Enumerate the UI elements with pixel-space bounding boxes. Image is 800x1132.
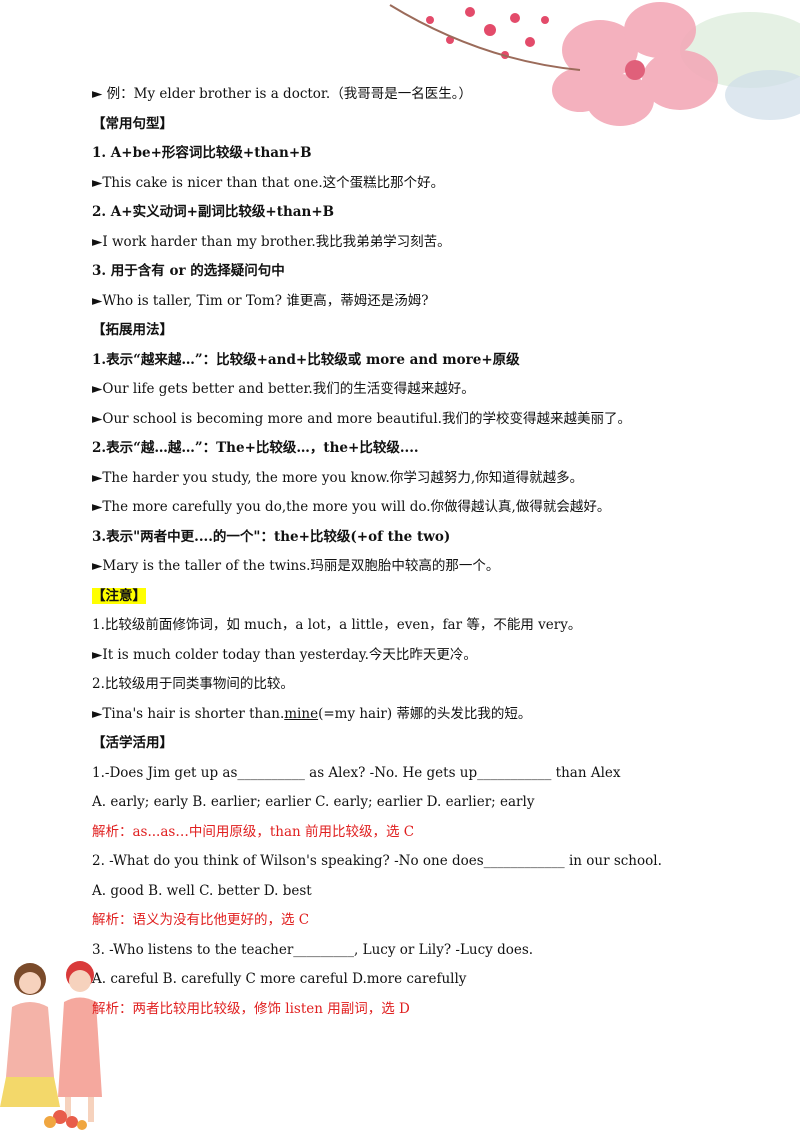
note-1-example: ►It is much colder today than yesterday.… bbox=[92, 647, 477, 663]
question-3-options: A. careful B. carefully C more careful D… bbox=[92, 971, 467, 987]
note-1: 1.比较级前面修饰词，如 much，a lot，a little，even，fa… bbox=[92, 617, 582, 633]
question-2-options: A. good B. well C. better D. best bbox=[92, 883, 312, 899]
note-2-example: ►Tina's hair is shorter than.mine(=my ha… bbox=[92, 706, 532, 722]
note-2: 2.比较级用于同类事物间的比较。 bbox=[92, 676, 294, 692]
usage-example-3: ►Mary is the taller of the twins.玛丽是双胞胎中… bbox=[92, 558, 500, 574]
pattern-example-3: ►Who is taller, Tim or Tom? 谁更高，蒂姆还是汤姆? bbox=[92, 293, 429, 309]
section-heading-note: 【注意】 bbox=[92, 588, 146, 604]
pattern-example-1: ►This cake is nicer than that one.这个蛋糕比那… bbox=[92, 175, 445, 191]
section-heading-practice: 【活学活用】 bbox=[92, 735, 173, 751]
pattern-heading-2: 2. A+实义动词+副词比较级+than+B bbox=[92, 204, 335, 220]
pattern-heading-1: 1. A+be+形容词比较级+than+B bbox=[92, 145, 312, 161]
usage-example-2a: ►The harder you study, the more you know… bbox=[92, 470, 584, 486]
question-1-analysis: 解析：as...as…中间用原级，than 前用比较级，选 C bbox=[92, 824, 415, 840]
question-1: 1.-Does Jim get up as__________ as Alex?… bbox=[92, 765, 621, 781]
usage-example-2b: ►The more carefully you do,the more you … bbox=[92, 499, 611, 515]
question-2-analysis: 解析：语义为没有比他更好的，选 C bbox=[92, 912, 310, 928]
section-heading-extended-usage: 【拓展用法】 bbox=[92, 322, 173, 338]
question-3-analysis: 解析：两者比较用比较级，修饰 listen 用副词，选 D bbox=[92, 1001, 410, 1017]
flower-decoration-icon bbox=[389, 2, 800, 126]
question-2: 2. -What do you think of Wilson's speaki… bbox=[92, 853, 662, 869]
question-3: 3. -Who listens to the teacher_________,… bbox=[92, 942, 534, 958]
question-1-options: A. early; early B. earlier; earlier C. e… bbox=[92, 794, 535, 810]
pattern-example-2: ►I work harder than my brother.我比我弟弟学习刻苦… bbox=[92, 234, 451, 250]
usage-heading-2: 2.表示“越…越…”：The+比较级…，the+比较级.... bbox=[92, 440, 419, 456]
girls-illustration-icon bbox=[0, 961, 102, 1130]
usage-heading-1: 1.表示“越来越…”：比较级+and+比较级或 more and more+原级 bbox=[92, 352, 520, 368]
usage-heading-3: 3.表示"两者中更....的一个"：the+比较级(+of the two) bbox=[92, 529, 451, 545]
section-heading-common-patterns: 【常用句型】 bbox=[92, 116, 173, 132]
pattern-heading-3: 3. 用于含有 or 的选择疑问句中 bbox=[92, 263, 285, 279]
usage-example-1a: ►Our life gets better and better.我们的生活变得… bbox=[92, 381, 475, 397]
usage-example-1b: ►Our school is becoming more and more be… bbox=[92, 411, 631, 427]
example-line: ► 例：My elder brother is a doctor.（我哥哥是一名… bbox=[92, 86, 472, 102]
